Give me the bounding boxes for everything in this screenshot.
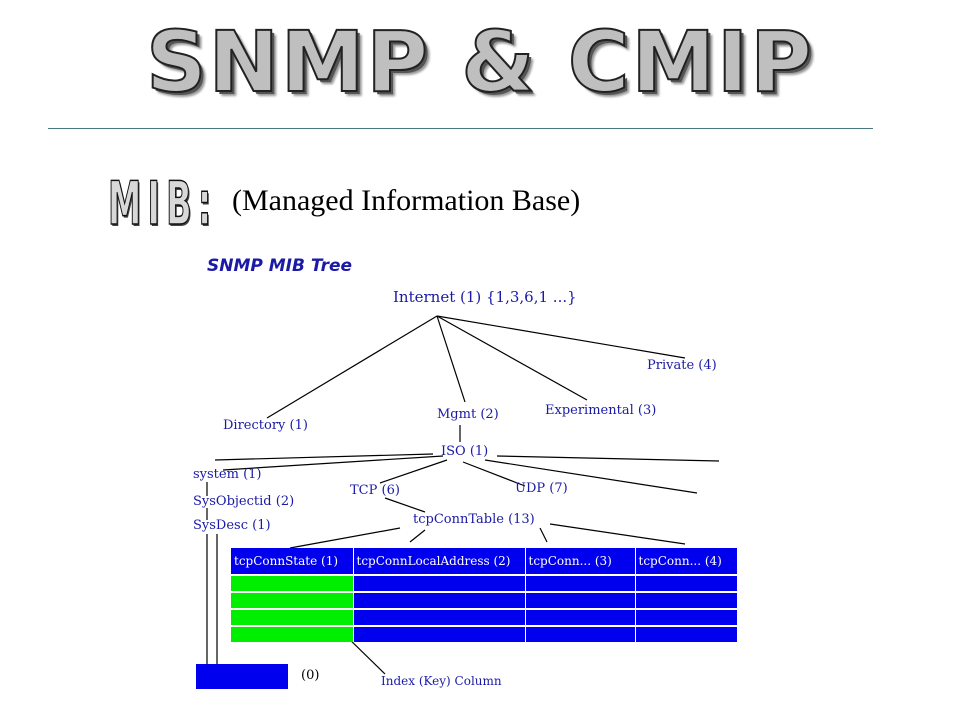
node-sysobjectid: SysObjectid (2) bbox=[193, 494, 295, 509]
edge-iso-udp bbox=[462, 461, 526, 487]
node-sysdesc: SysDesc (1) bbox=[193, 518, 271, 533]
slide-subtitle: (Managed Information Base) bbox=[232, 184, 581, 217]
table-row bbox=[231, 608, 738, 626]
section-label: MIB: bbox=[108, 169, 218, 239]
edge-iso-tcp bbox=[379, 459, 448, 484]
mib-tree-diagram: SNMP MIB Tree Internet (1) {1,3,6,1 ...}… bbox=[185, 250, 745, 700]
node-experimental: Experimental (3) bbox=[545, 403, 657, 418]
edge-iso-right-lower bbox=[484, 459, 698, 494]
edge-internet-experimental bbox=[436, 315, 588, 401]
edge-internet-directory bbox=[266, 315, 438, 419]
edge-table-col2 bbox=[409, 529, 426, 543]
node-private: Private (4) bbox=[647, 358, 717, 373]
title-divider bbox=[48, 128, 873, 129]
column-header: tcpConn... (4) bbox=[635, 548, 738, 575]
table-row bbox=[231, 625, 738, 642]
tcpconntable-grid: tcpConnState (1) tcpConnLocalAddress (2)… bbox=[231, 548, 738, 642]
index-value: (0) bbox=[301, 668, 320, 683]
index-key-caption: Index (Key) Column bbox=[381, 674, 502, 688]
column-header: tcpConnLocalAddress (2) bbox=[353, 548, 526, 575]
node-udp: UDP (7) bbox=[515, 481, 568, 496]
index-block bbox=[196, 664, 288, 689]
table-row bbox=[231, 591, 738, 609]
edge-iso-system bbox=[222, 455, 444, 471]
edge-internet-mgmt bbox=[436, 315, 466, 403]
node-mgmt: Mgmt (2) bbox=[437, 407, 499, 422]
edge-internet-private bbox=[436, 315, 686, 359]
edge-table-col4 bbox=[549, 523, 686, 545]
table-row bbox=[231, 574, 738, 592]
edge-table-col3 bbox=[539, 527, 548, 543]
edge-iso-right-upper bbox=[496, 455, 720, 462]
column-header: tcpConnState (1) bbox=[231, 548, 354, 575]
tree-connectors bbox=[206, 315, 720, 675]
edge-iso-left bbox=[214, 453, 434, 461]
edge-tcp-tcpconntable bbox=[384, 497, 426, 513]
node-tcpconntable: tcpConnTable (13) bbox=[413, 512, 535, 527]
node-directory: Directory (1) bbox=[223, 418, 308, 433]
node-internet: Internet (1) {1,3,6,1 ...} bbox=[393, 288, 577, 306]
column-header: tcpConn... (3) bbox=[525, 548, 636, 575]
edge-table-col1 bbox=[289, 527, 401, 549]
diagram-title: SNMP MIB Tree bbox=[207, 256, 353, 276]
node-iso: ISO (1) bbox=[441, 444, 489, 459]
node-system: system (1) bbox=[193, 467, 262, 482]
node-tcp: TCP (6) bbox=[350, 483, 400, 498]
slide-title: SNMP & CMIP bbox=[145, 12, 814, 112]
